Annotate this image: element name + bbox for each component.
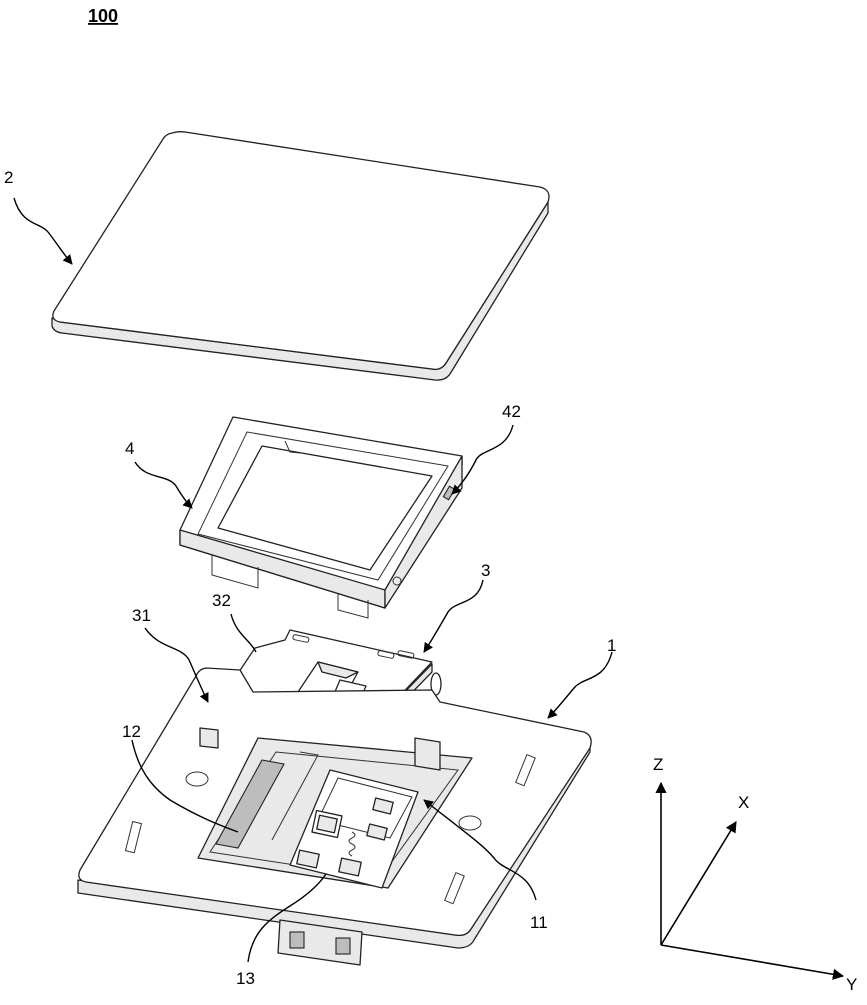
label-base-cavity: 11 — [530, 913, 548, 932]
leader-12 — [131, 739, 239, 833]
leader-1 — [547, 651, 613, 719]
label-cover: 2 — [4, 168, 13, 187]
leader-11 — [423, 799, 537, 901]
leader-32 — [230, 613, 257, 653]
frame — [179, 416, 463, 619]
leader-4 — [134, 461, 193, 509]
label-bracket: 3 — [481, 561, 490, 580]
y-axis-arrow — [660, 944, 845, 980]
leader-13 — [247, 873, 327, 963]
x-axis-label: X — [738, 793, 749, 812]
y-axis-label: Y — [846, 975, 857, 994]
label-frame: 4 — [125, 439, 134, 458]
coordinate-axes: Z X Y — [653, 755, 857, 994]
label-bracket-plate: 32 — [212, 591, 231, 610]
label-frame-slot: 42 — [502, 402, 521, 421]
leader-3 — [423, 579, 484, 653]
figure-number: 100 — [88, 6, 118, 26]
leader-31 — [144, 627, 209, 703]
base-plate — [77, 667, 592, 966]
label-base: 1 — [607, 636, 616, 655]
x-axis-arrow — [660, 821, 737, 946]
label-bracket-pivot: 31 — [132, 606, 151, 625]
leader-2 — [13, 197, 73, 265]
leader-42 — [451, 424, 514, 495]
label-spring-module: 13 — [236, 969, 255, 988]
label-base-rail: 12 — [122, 722, 141, 741]
z-axis-label: Z — [653, 755, 663, 774]
cover-plate — [51, 131, 550, 381]
